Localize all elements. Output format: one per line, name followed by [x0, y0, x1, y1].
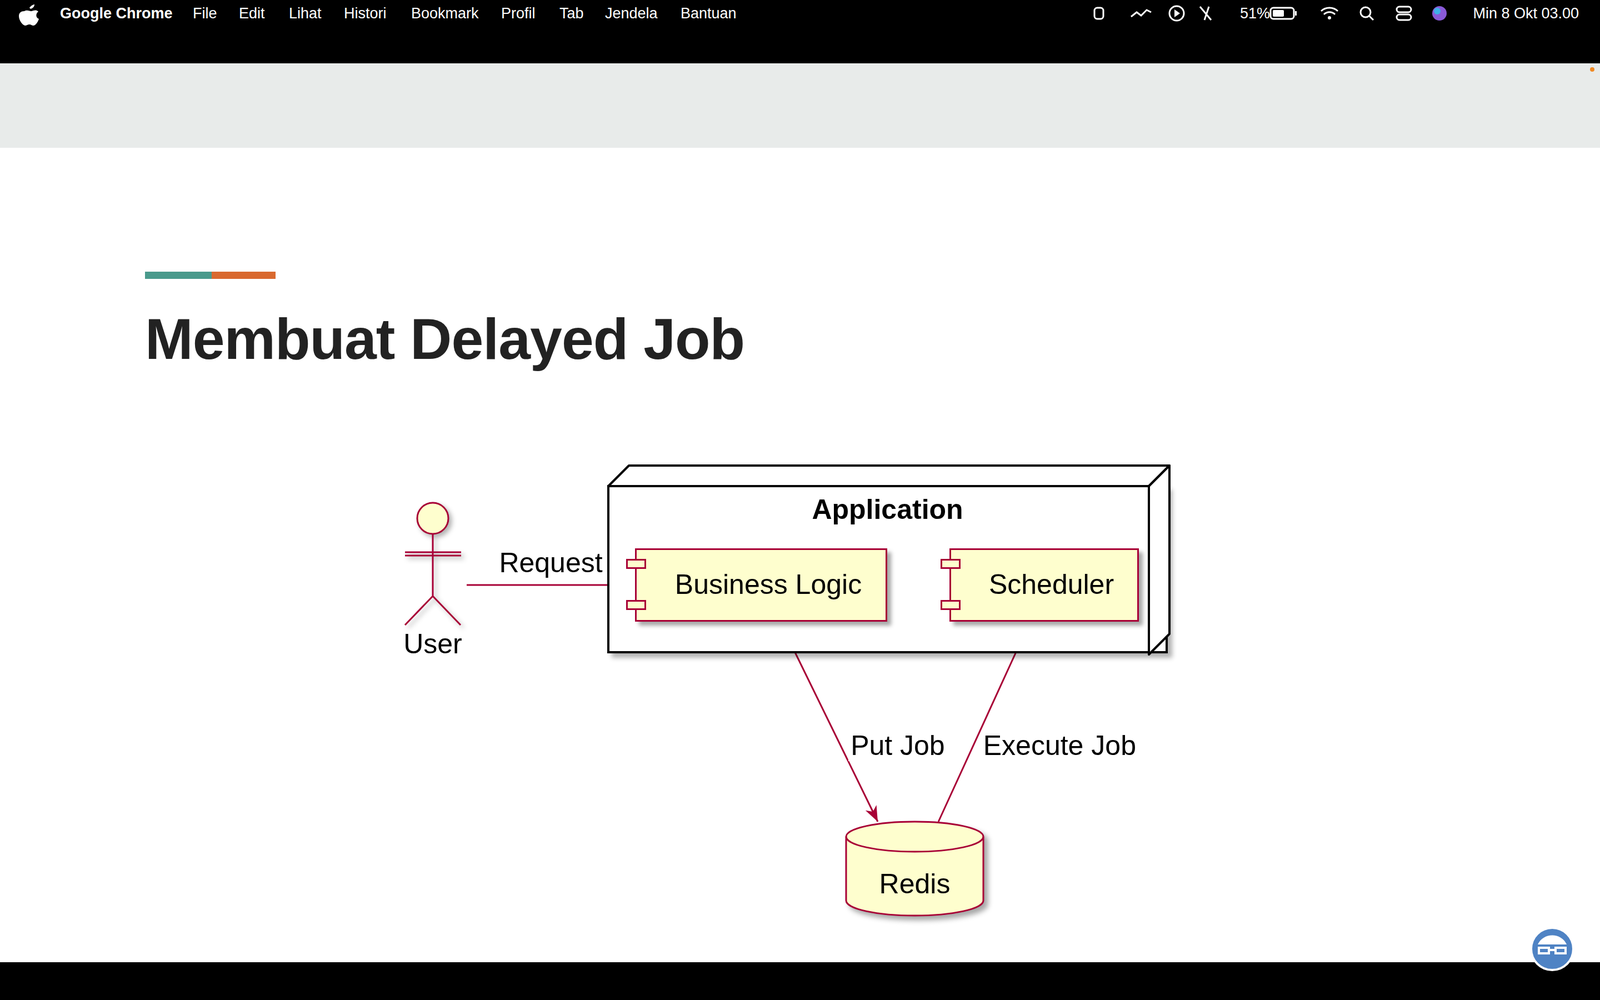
logo-hair — [1537, 935, 1567, 945]
menu-item: Edit — [238, 4, 265, 23]
component-icon — [626, 558, 647, 569]
clock: Min 8 Okt 03.00 — [1472, 4, 1579, 23]
accent-bar-orange — [211, 271, 276, 279]
menu-item: Jendela — [605, 4, 658, 23]
wifi-icon — [1321, 7, 1338, 15]
component-icon — [940, 558, 961, 569]
actor-figure — [398, 497, 467, 629]
apple-logo — [18, 4, 39, 26]
node-box: ApplicationBusiness Logic Scheduler — [607, 485, 1168, 654]
node-title: Application — [609, 493, 1166, 527]
search-icon — [1368, 15, 1374, 20]
wifi-icon — [1327, 16, 1332, 20]
menu-item: Tab — [559, 4, 584, 23]
control-icon — [1396, 6, 1412, 13]
database: Redis — [845, 821, 985, 916]
control-icon — [1396, 14, 1412, 20]
indicator-dot — [1590, 67, 1595, 72]
actor: User — [398, 497, 467, 661]
component-icon — [940, 600, 961, 610]
accent-bar-teal — [145, 271, 212, 279]
browser-band — [0, 63, 1600, 148]
node-label: Scheduler — [988, 568, 1114, 602]
logo-badge — [1531, 927, 1574, 970]
menu-item: Histori — [343, 4, 387, 23]
component-box: Business Logic — [635, 548, 888, 622]
node-label: Redis — [845, 868, 985, 901]
menu-item: Bookmark — [411, 4, 479, 23]
battery-icon — [1270, 7, 1294, 19]
siri-icon — [1433, 7, 1441, 15]
edge-label: Put Job — [848, 730, 948, 762]
status-icon — [1131, 10, 1152, 17]
edge-label: Execute Job — [981, 730, 1139, 762]
status-icon — [1200, 6, 1212, 20]
menu-item: Bantuan — [680, 4, 737, 23]
node-label: Business Logic — [675, 568, 862, 602]
siri-icon — [1432, 6, 1447, 21]
logo-glasses — [1538, 947, 1566, 954]
app-name: Google Chrome — [60, 4, 173, 23]
menu-item: Lihat — [288, 4, 322, 23]
status-icon — [1174, 9, 1180, 18]
edge-label: Request — [496, 547, 605, 579]
slide-title: Membuat Delayed Job — [145, 304, 745, 374]
status-icon — [1094, 7, 1104, 19]
actor-label: User — [365, 628, 500, 661]
status-icon — [1169, 6, 1184, 21]
component-box: Scheduler — [949, 548, 1139, 622]
component-icon — [626, 600, 647, 610]
bottom-bar — [0, 962, 1600, 1000]
battery-level — [1272, 10, 1284, 17]
menu-item: File — [192, 4, 218, 23]
battery-percent: 51% — [1240, 4, 1270, 23]
menu-item: Profil — [501, 4, 536, 23]
battery-tip — [1295, 11, 1297, 16]
